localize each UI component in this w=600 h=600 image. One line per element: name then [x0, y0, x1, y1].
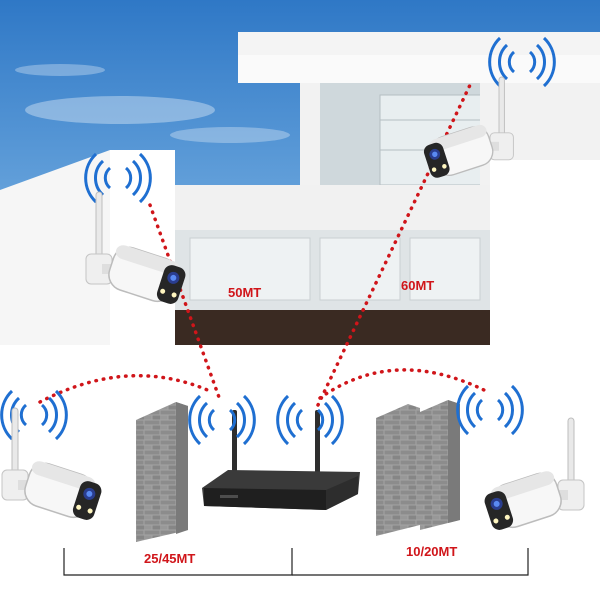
building-scene	[0, 0, 600, 345]
distance-label-top-right: 60MT	[401, 278, 434, 293]
brick-wall-right	[376, 400, 460, 536]
distance-label-top-left: 50MT	[228, 285, 261, 300]
distance-brackets	[63, 548, 529, 576]
link-bottom-left	[38, 373, 214, 404]
distance-label-bottom-right: 10/20MT	[406, 544, 457, 559]
link-bottom-right	[318, 368, 490, 400]
nvr-recorder	[202, 410, 360, 510]
link-top-right	[316, 83, 472, 407]
signal-links	[38, 83, 490, 407]
distance-label-bottom-left: 25/45MT	[144, 551, 195, 566]
link-top-left	[148, 203, 222, 402]
brick-wall-left	[136, 402, 188, 542]
